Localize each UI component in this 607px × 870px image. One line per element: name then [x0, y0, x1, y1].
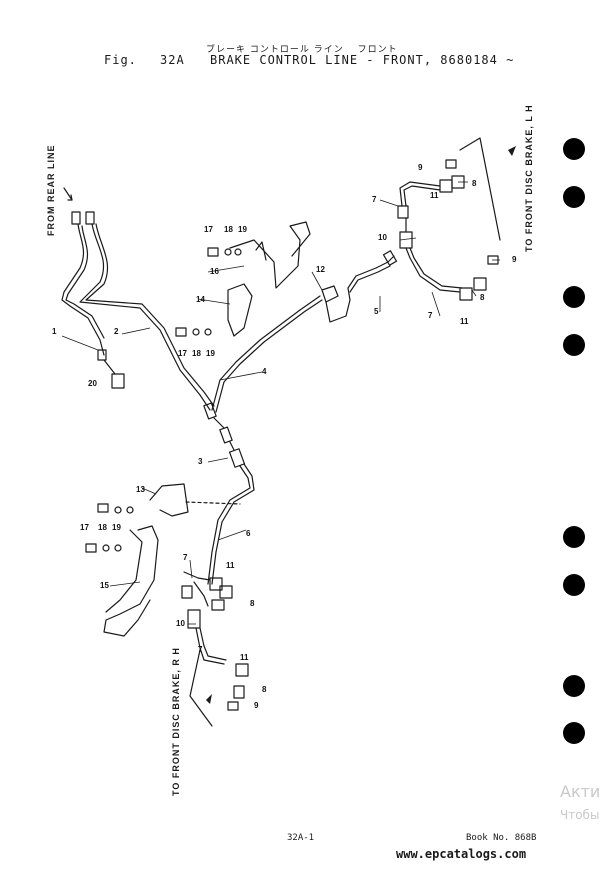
callout-10a: 10 — [378, 233, 387, 242]
callout-19b: 19 — [206, 349, 215, 358]
callout-15: 15 — [100, 581, 109, 590]
fitting-12 — [321, 285, 339, 303]
callout-19a: 19 — [238, 225, 247, 234]
binding-hole — [563, 675, 585, 697]
fitting-8-lower — [473, 277, 487, 291]
part-20-block — [111, 373, 125, 389]
binding-hole — [563, 334, 585, 356]
binding-hole — [563, 286, 585, 308]
callout-9b: 9 — [512, 255, 517, 264]
page-title: BRAKE CONTROL LINE - FRONT, 8680184 ~ — [210, 53, 515, 67]
callout-9a: 9 — [418, 163, 423, 172]
callout-7c: 7 — [183, 553, 188, 562]
binding-hole — [563, 722, 585, 744]
callout-17c: 17 — [80, 523, 89, 532]
pipe-1 — [61, 223, 105, 356]
callout-20: 20 — [88, 379, 97, 388]
tee-10-lower — [187, 609, 201, 629]
bracket-13 — [149, 483, 189, 517]
callout-8a: 8 — [472, 179, 477, 188]
activation-watermark-line2: Чтобы — [560, 808, 600, 822]
binding-hole — [563, 138, 585, 160]
callout-12: 12 — [316, 265, 325, 274]
book-number: Book No. 868B — [466, 833, 537, 843]
page-number: 32A-1 — [287, 833, 315, 843]
pipe-6 — [207, 465, 251, 585]
callout-11d: 11 — [240, 653, 249, 662]
callout-3: 3 — [198, 457, 203, 466]
callout-7d: 7 — [198, 645, 203, 654]
callout-18a: 18 — [224, 225, 233, 234]
callout-4: 4 — [262, 367, 267, 376]
bracket-15 — [103, 525, 159, 637]
pipe-4 — [211, 295, 321, 411]
callout-6: 6 — [246, 529, 251, 538]
callout-11b: 11 — [460, 317, 469, 326]
callout-8c: 8 — [250, 599, 255, 608]
callout-11a: 11 — [430, 191, 439, 200]
site-url[interactable]: www.epcatalogs.com — [396, 847, 527, 861]
callout-2: 2 — [114, 327, 119, 336]
fig-label: Fig. — [104, 53, 137, 67]
pipe-7-upper — [399, 181, 441, 207]
japanese-title: ブレーキ コントロール ライン フロント — [206, 45, 398, 55]
callout-9c: 9 — [254, 701, 259, 710]
callout-8d: 8 — [262, 685, 267, 694]
bracket-14 — [227, 283, 253, 337]
callout-16: 16 — [210, 267, 219, 276]
pipe-2 — [79, 223, 211, 411]
activation-watermark-line1: Акти — [560, 782, 601, 801]
callout-17a: 17 — [204, 225, 213, 234]
callout-10b: 10 — [176, 619, 185, 628]
callout-13: 13 — [136, 485, 145, 494]
callout-7b: 7 — [428, 311, 433, 320]
callout-1: 1 — [52, 327, 57, 336]
binding-hole — [563, 186, 585, 208]
callout-5: 5 — [374, 307, 379, 316]
fitting-9-upper — [445, 159, 457, 169]
callout-18c: 18 — [98, 523, 107, 532]
arrow-lh — [508, 146, 516, 156]
callout-19c: 19 — [112, 523, 121, 532]
callout-8b: 8 — [480, 293, 485, 302]
binding-hole — [563, 574, 585, 596]
fig-number: 32A — [160, 53, 185, 67]
fitting-11-upper — [439, 179, 453, 193]
callout-numbers: 1 2 3 4 5 6 7 7 7 7 8 8 8 8 9 9 9 10 10 … — [52, 163, 517, 710]
callout-7a: 7 — [372, 195, 377, 204]
arrow-from-rear — [63, 187, 73, 201]
arrow-rh — [206, 694, 212, 704]
callout-11c: 11 — [226, 561, 235, 570]
callout-18b: 18 — [192, 349, 201, 358]
binding-hole — [563, 526, 585, 548]
callout-17b: 17 — [178, 349, 187, 358]
callout-14: 14 — [196, 295, 205, 304]
pipe-5 — [347, 255, 395, 289]
fitting-11-lower — [459, 287, 473, 301]
